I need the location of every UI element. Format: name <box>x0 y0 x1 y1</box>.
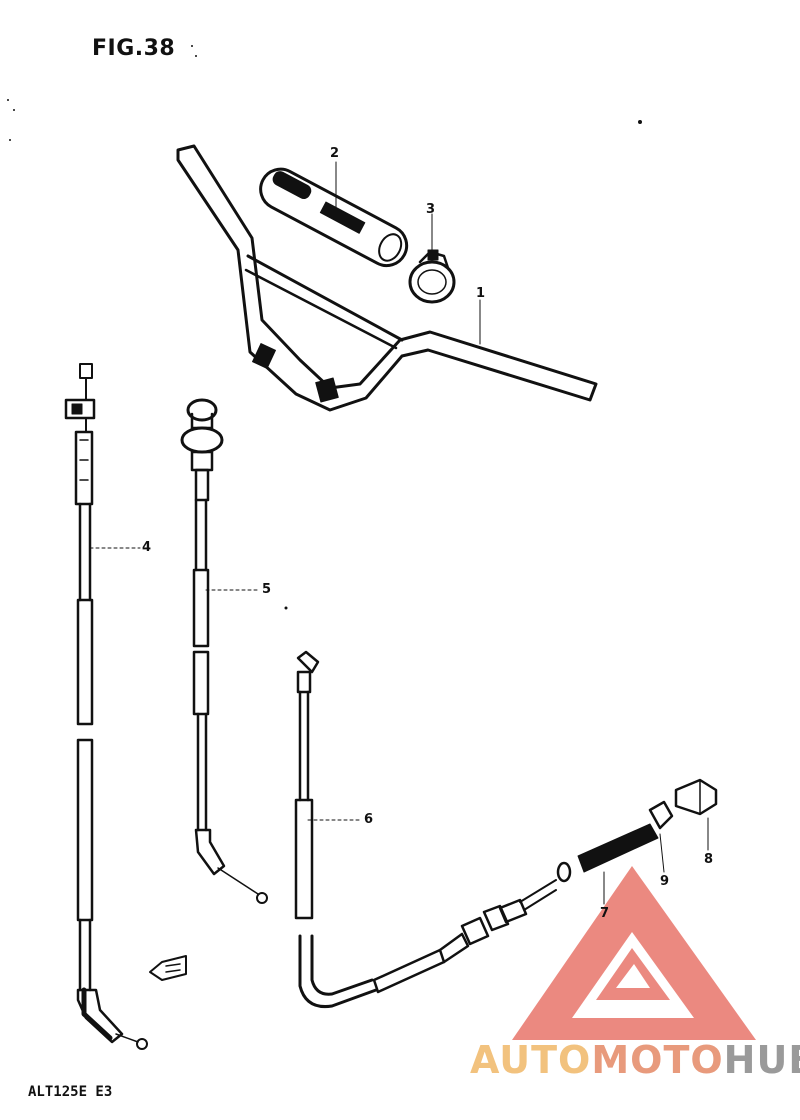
callout-6: 6 <box>364 812 374 827</box>
callout-5: 5 <box>262 582 272 597</box>
cable-4 <box>64 363 148 1050</box>
grip <box>259 167 409 268</box>
callout-7: 7 <box>600 906 610 921</box>
handlebar <box>176 144 598 412</box>
callout-8: 8 <box>704 852 714 867</box>
callout-4: 4 <box>142 540 152 555</box>
callout-1-handlebar: 1 <box>476 286 486 301</box>
model-code: ALT125E E3 <box>28 1084 113 1100</box>
cable-6 <box>294 650 557 1009</box>
callout-3: 3 <box>426 202 436 217</box>
figure-title: FIG.38 <box>92 36 176 61</box>
clamp <box>408 249 456 304</box>
cable-5 <box>180 398 268 904</box>
watermark-part-3: HUB <box>723 1038 800 1082</box>
bolt <box>674 778 718 816</box>
watermark-part-1: AUTO <box>470 1038 592 1082</box>
guide <box>648 800 674 830</box>
leader-lines <box>89 161 709 905</box>
front-arrow <box>149 955 187 981</box>
scan-specks <box>7 45 642 610</box>
spring <box>577 823 659 873</box>
washer <box>556 861 572 883</box>
callout-1: 2 <box>330 146 340 161</box>
callout-9: 9 <box>660 874 670 889</box>
watermark-logo <box>512 866 756 1040</box>
watermark-text: AUTOMOTOHUB <box>470 1038 800 1082</box>
watermark-part-2: MOTO <box>591 1038 724 1082</box>
